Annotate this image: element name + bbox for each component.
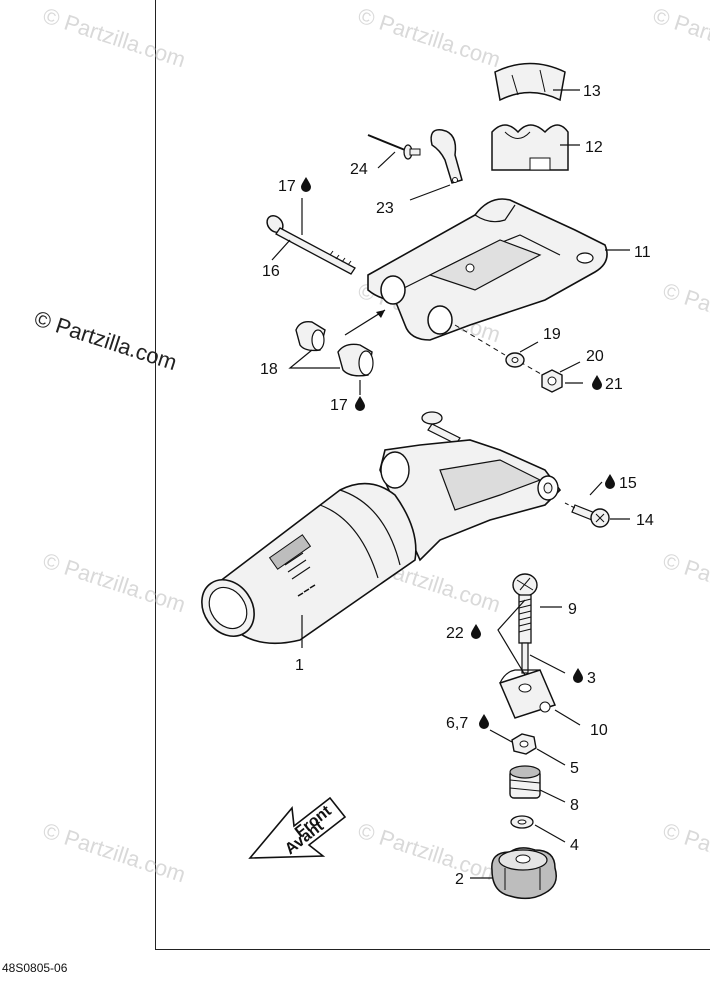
callout-17a: 17 bbox=[278, 178, 296, 195]
callout-19: 19 bbox=[543, 326, 561, 343]
callout-11: 11 bbox=[634, 244, 651, 261]
part-5-hex-nut[interactable] bbox=[511, 733, 537, 755]
callout-20: 20 bbox=[586, 348, 604, 365]
callout-8: 8 bbox=[570, 797, 579, 814]
part-16-bolt[interactable] bbox=[264, 213, 356, 275]
callout-17b: 17 bbox=[330, 397, 348, 414]
lubricant-drop-icon bbox=[301, 177, 311, 192]
part-9-adjusting-screw[interactable] bbox=[512, 573, 538, 674]
callout-18: 18 bbox=[260, 361, 278, 378]
front-direction-arrow: Front Avant bbox=[248, 796, 347, 859]
callout-16: 16 bbox=[262, 263, 280, 280]
callout-9: 9 bbox=[568, 601, 577, 618]
part-23-p-clip[interactable] bbox=[430, 129, 463, 184]
callout-2: 2 bbox=[455, 871, 464, 888]
part-4-washer[interactable] bbox=[510, 815, 534, 829]
part-24-rivet[interactable] bbox=[367, 134, 421, 160]
part-13-bushing-shell[interactable] bbox=[494, 62, 566, 102]
part-8-spring[interactable] bbox=[509, 765, 541, 799]
callout-1: 1 bbox=[295, 657, 304, 674]
part-14-screw[interactable] bbox=[571, 504, 610, 528]
part-11-bracket[interactable] bbox=[367, 198, 608, 341]
callout-14: 14 bbox=[636, 512, 654, 529]
lubricant-drop-icon bbox=[592, 375, 602, 390]
lubricant-drop-icon bbox=[355, 396, 365, 411]
lubricant-drop-icon bbox=[605, 474, 615, 489]
part-20-nut[interactable] bbox=[541, 369, 563, 393]
callout-10: 10 bbox=[590, 722, 608, 739]
part-10-block[interactable] bbox=[498, 669, 557, 719]
diagram-code: 48S0805-06 bbox=[2, 961, 68, 975]
lubricant-drop-icon bbox=[479, 714, 489, 729]
callout-3: 3 bbox=[587, 670, 596, 687]
lubricant-drop-icon bbox=[573, 668, 583, 683]
lubricant-drop-icon bbox=[471, 624, 481, 639]
callout-13: 13 bbox=[583, 83, 601, 100]
callout-23: 23 bbox=[376, 200, 394, 217]
callout-6-7: 6,7 bbox=[446, 715, 468, 732]
callout-22: 22 bbox=[446, 625, 464, 642]
callout-24: 24 bbox=[350, 161, 368, 178]
part-12-clamp-block[interactable] bbox=[491, 124, 569, 171]
callout-21: 21 bbox=[605, 376, 623, 393]
callout-12: 12 bbox=[585, 139, 603, 156]
part-1-arm-assembly[interactable] bbox=[191, 411, 562, 646]
part-19-washer[interactable] bbox=[505, 352, 525, 368]
callout-4: 4 bbox=[570, 837, 579, 854]
callout-15: 15 bbox=[619, 475, 637, 492]
part-18-bushings[interactable] bbox=[295, 320, 374, 377]
part-2-knob[interactable] bbox=[491, 847, 557, 900]
callout-5: 5 bbox=[570, 760, 579, 777]
diagram-frame bbox=[155, 0, 710, 950]
